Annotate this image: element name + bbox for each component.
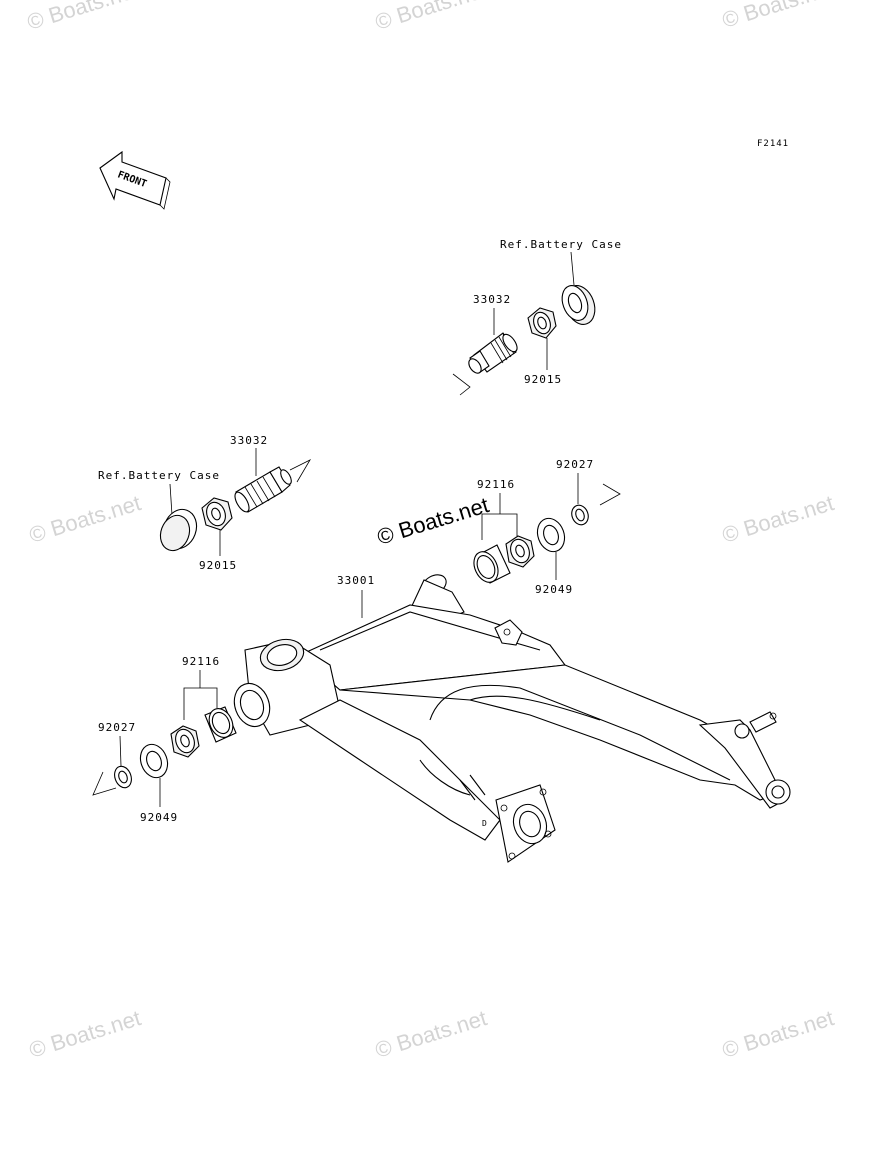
reference-line <box>289 459 312 483</box>
battery-case-cap-part <box>561 285 596 325</box>
leader-line <box>570 251 575 286</box>
lock-nut-part <box>527 307 557 339</box>
lock-nut-part <box>201 497 233 531</box>
watermark-text: © Boats.net <box>26 1005 144 1063</box>
watermark-main-text: © Boats.net <box>374 492 492 550</box>
reference-line <box>599 483 621 506</box>
part-number-92015: 92015 <box>524 373 562 386</box>
part-number-92049: 92049 <box>140 811 178 824</box>
part-number-33032: 33032 <box>230 434 268 447</box>
leader-bracket <box>183 687 218 720</box>
oil-seal-part <box>139 743 169 779</box>
watermark-text: © Boats.net <box>719 490 837 548</box>
watermark-text: © Boats.net <box>372 0 490 35</box>
part-number-92015: 92015 <box>199 559 237 572</box>
bearing-nut-part <box>170 725 200 758</box>
ref-battery-case-label: Ref.Battery Case <box>98 469 220 482</box>
mark-d-text: D <box>482 819 488 828</box>
swingarm-part: D <box>233 574 791 863</box>
part-number-92027: 92027 <box>98 721 136 734</box>
leader-line <box>169 483 173 516</box>
bearing-nut-part <box>505 535 535 568</box>
part-number-92116: 92116 <box>477 478 515 491</box>
adjuster-bolt-part <box>234 466 292 513</box>
oil-seal-part <box>536 517 566 553</box>
part-number-92027: 92027 <box>556 458 594 471</box>
leader-line <box>119 735 122 767</box>
watermark-text: © Boats.net <box>24 0 142 35</box>
ref-battery-case-label: Ref.Battery Case <box>500 238 622 251</box>
part-number-33001: 33001 <box>337 574 375 587</box>
part-number-33032: 33032 <box>473 293 511 306</box>
watermark-text: © Boats.net <box>372 1005 490 1063</box>
part-number-92116: 92116 <box>182 655 220 668</box>
reference-line <box>452 373 471 396</box>
seal-ring-part <box>571 504 589 526</box>
reference-line <box>92 771 117 796</box>
bearing-sleeve-part <box>473 544 511 584</box>
watermark-text: © Boats.net <box>719 1005 837 1063</box>
battery-case-cap-part <box>159 508 198 552</box>
adjuster-bolt-part <box>468 332 518 374</box>
bearing-sleeve-part <box>204 706 237 743</box>
watermark-text: © Boats.net <box>26 490 144 548</box>
part-number-92049: 92049 <box>535 583 573 596</box>
seal-ring-part <box>114 765 132 789</box>
watermark-text: © Boats.net <box>719 0 837 33</box>
front-arrow-icon: FRONT <box>99 150 171 210</box>
diagram-id: F2141 <box>757 139 789 149</box>
leader-bracket <box>481 513 518 540</box>
